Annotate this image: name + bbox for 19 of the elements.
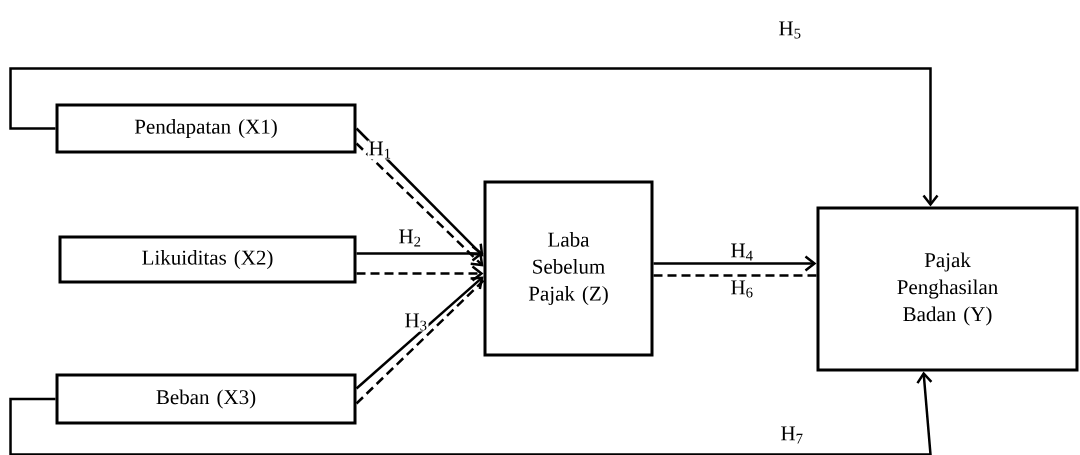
edge-label: H$_{2}$ (397, 228, 423, 248)
arrow (355, 142, 484, 267)
process-box: Laba Sebelum Pajak (Z) (483, 180, 654, 357)
process-box: Pendapatan (X1) (55, 103, 357, 154)
edge-label: H$_{7}$ (779, 425, 805, 445)
arrow (355, 127, 484, 257)
process-box: Likuiditas (X2) (58, 235, 357, 284)
arrow (9, 371, 933, 455)
process-box: Pajak Penghasilan Badan (Y) (816, 206, 1079, 372)
arrow (356, 245, 484, 262)
edge-label: H$_{4}$ (729, 242, 755, 262)
edge-label: H$_{1}$ (367, 140, 393, 160)
edge-label: H$_{5}$ (777, 20, 803, 40)
edge-label: H$_{3}$ (403, 312, 429, 332)
arrow (9, 67, 939, 207)
arrow (356, 265, 484, 282)
edge-label: H$_{6}$ (729, 279, 755, 299)
process-box: Beban (X3) (55, 373, 357, 425)
arrow (653, 255, 817, 272)
